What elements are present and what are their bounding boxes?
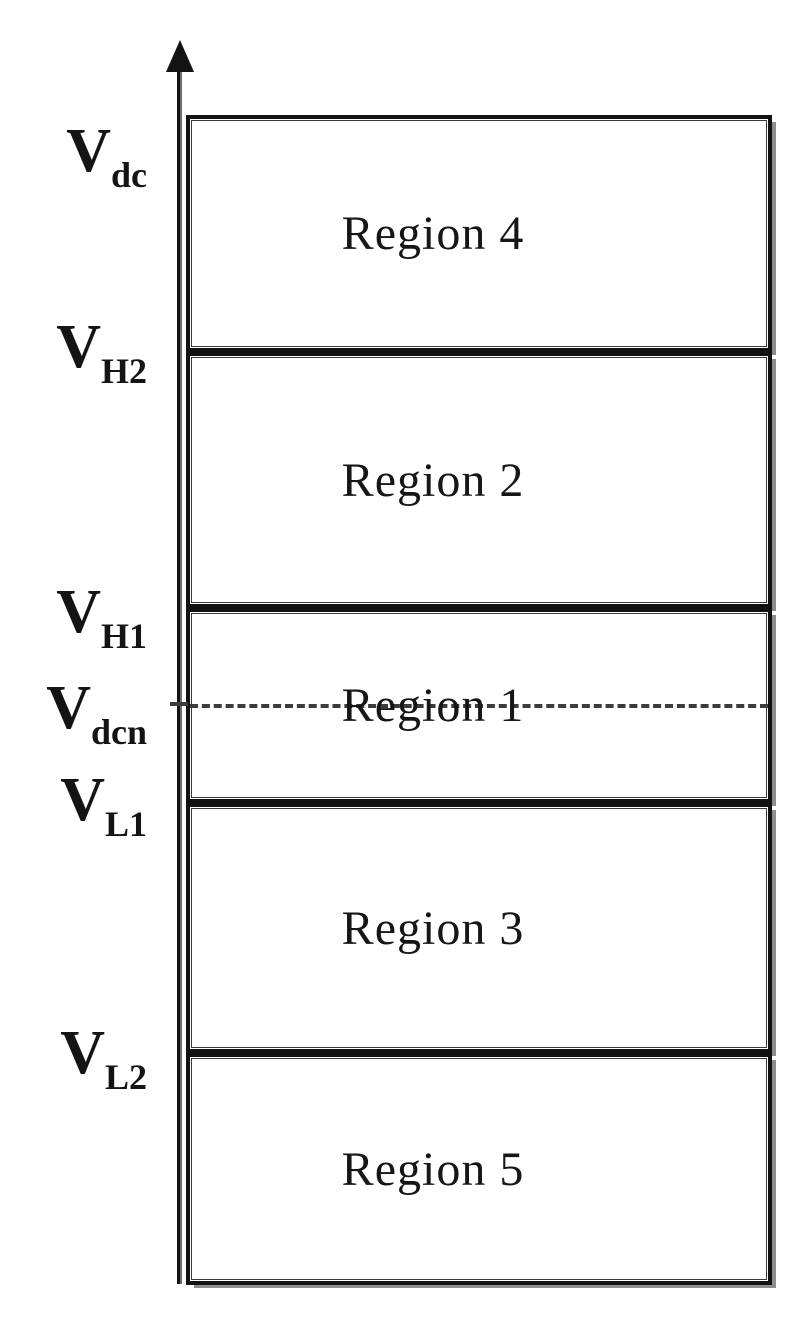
arrow-up-icon <box>166 40 194 72</box>
axis-label-vh2: VH2 <box>56 313 147 389</box>
vh2-symbol: V <box>56 313 101 381</box>
y-axis-line <box>177 68 182 1284</box>
vh2-subscript: H2 <box>100 351 147 391</box>
axis-label-vdc: Vdc <box>66 117 147 193</box>
vl2-subscript: L2 <box>104 1057 147 1097</box>
vdcn-tick <box>170 702 188 706</box>
region-4-box: Region 4 <box>186 115 772 352</box>
axis-label-vh1: VH1 <box>56 578 147 654</box>
region-2-box: Region 2 <box>186 352 772 608</box>
vl1-subscript: L1 <box>104 804 147 844</box>
region-2-label: Region 2 <box>341 453 525 507</box>
axis-label-vl1: VL1 <box>60 766 147 842</box>
vdcn-symbol: V <box>46 674 91 742</box>
vdcn-dashed-line <box>190 703 768 708</box>
region-5-box: Region 5 <box>186 1053 772 1285</box>
region-3-label: Region 3 <box>341 901 525 955</box>
vdc-subscript: dc <box>111 155 147 195</box>
vh1-symbol: V <box>56 578 101 646</box>
vl1-symbol: V <box>60 766 105 834</box>
axis-label-vl2: VL2 <box>60 1019 147 1095</box>
vdc-symbol: V <box>66 117 111 185</box>
vl2-symbol: V <box>60 1019 105 1087</box>
vh1-subscript: H1 <box>100 616 147 656</box>
region-5-label: Region 5 <box>341 1142 525 1196</box>
axis-label-vdcn: Vdcn <box>46 674 147 750</box>
region-4-label: Region 4 <box>341 207 525 260</box>
region-3-box: Region 3 <box>186 803 772 1053</box>
region-1-box: Region 1 <box>186 608 772 803</box>
region-1-label: Region 1 <box>341 679 525 732</box>
vdcn-subscript: dcn <box>90 712 147 752</box>
